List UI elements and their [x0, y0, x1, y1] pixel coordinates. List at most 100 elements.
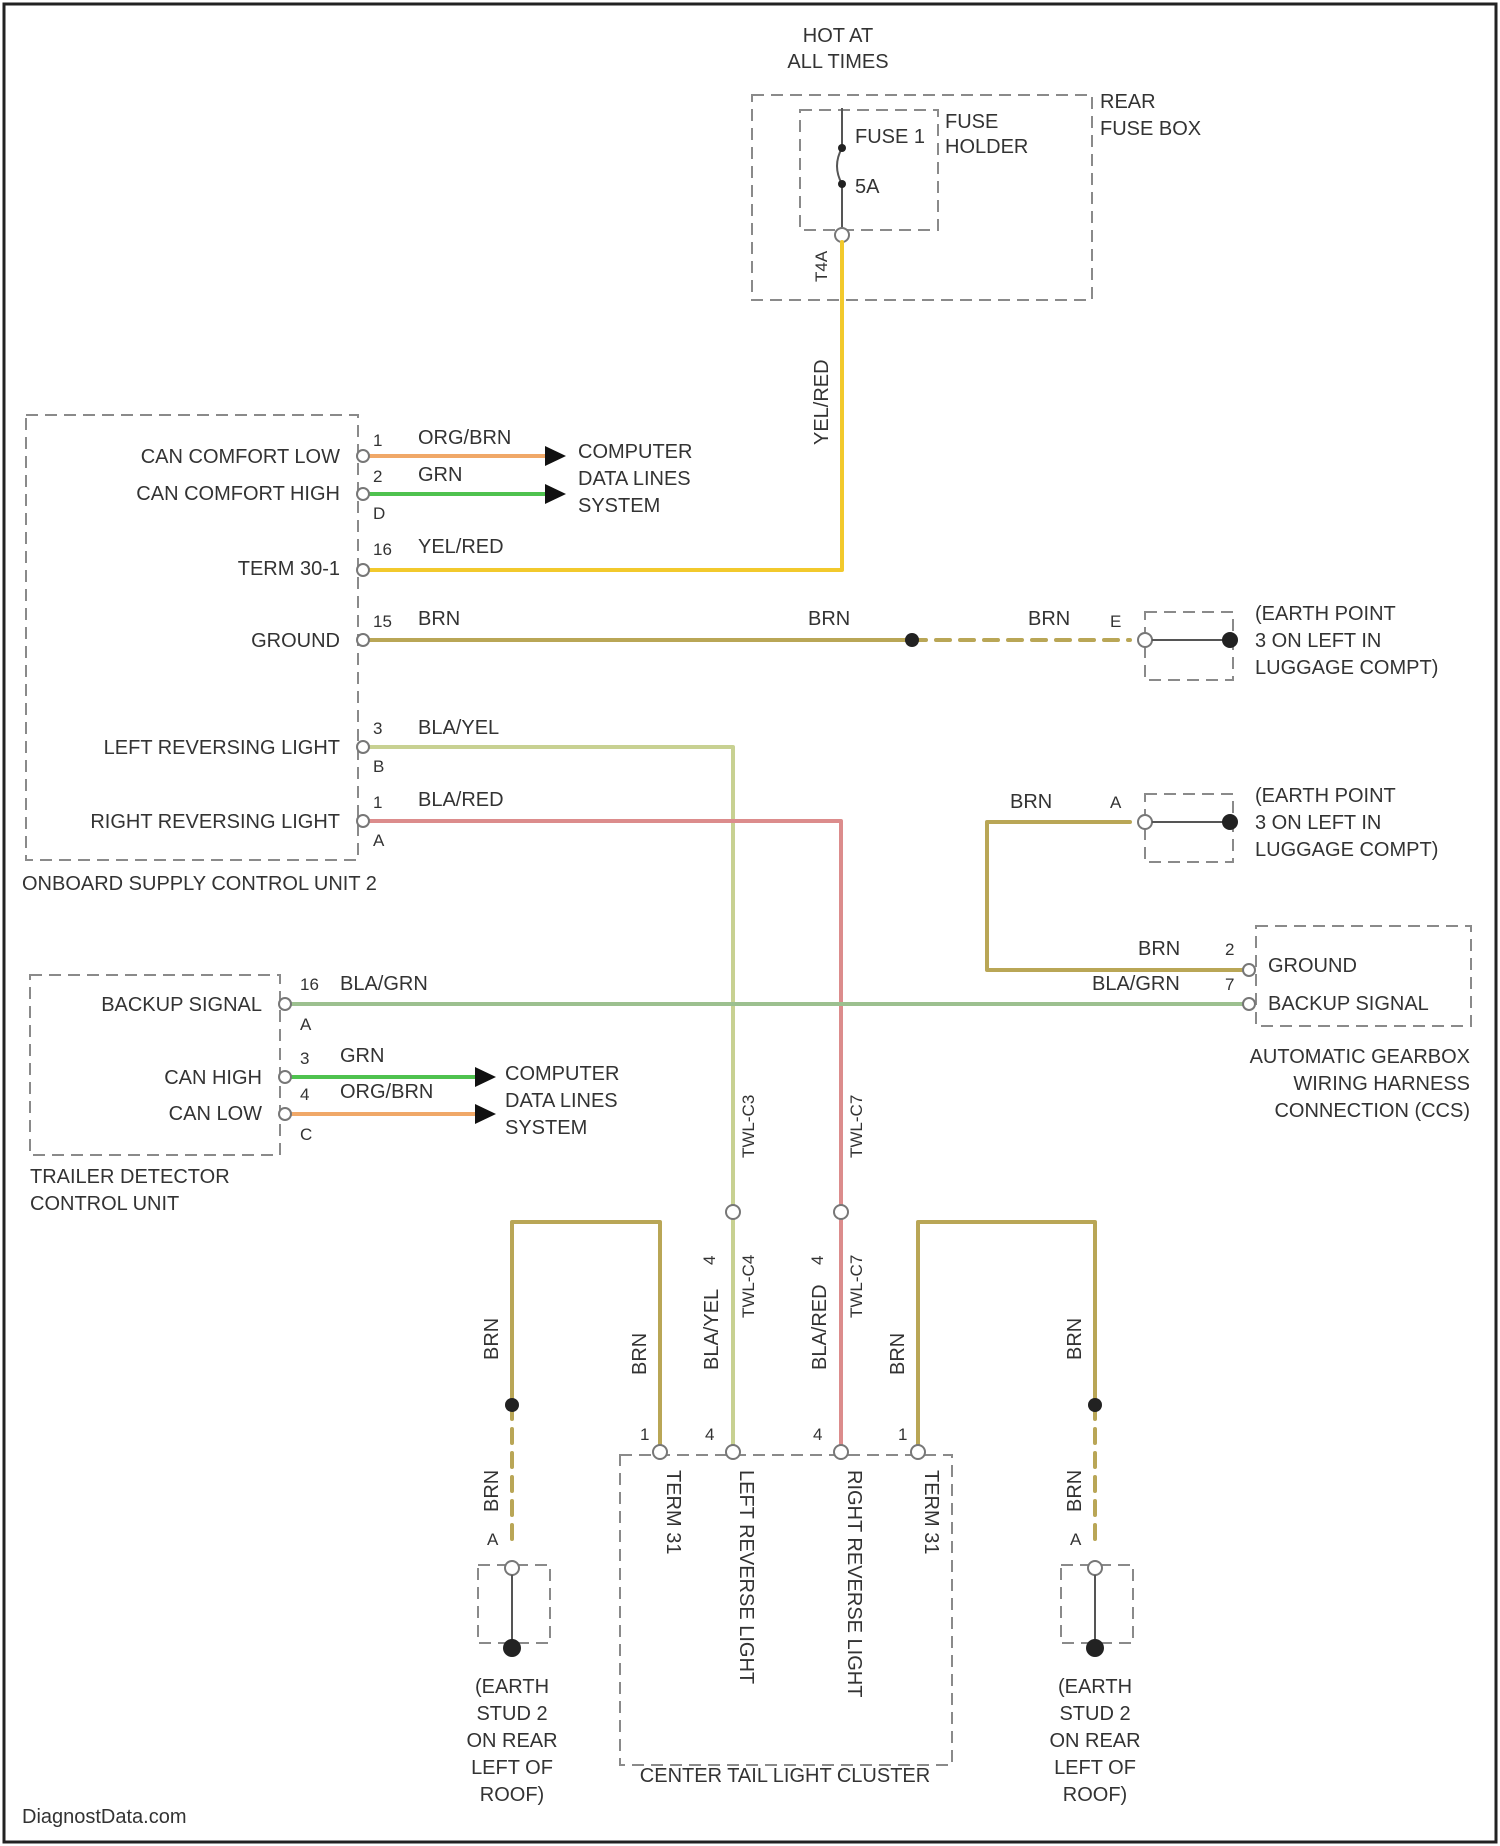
data-lines-trailer-3: SYSTEM [505, 1117, 587, 1139]
earth-point-lower-text-1: (EARTH POINT [1255, 785, 1396, 807]
trailer-backup-wire-label: BLA/GRN [340, 973, 428, 995]
data-lines-top-3: SYSTEM [578, 495, 660, 517]
wire-gearbox-ground [987, 822, 1244, 970]
gearbox-backup-terminal [1243, 998, 1255, 1010]
can-comfort-low-pin: 1 [373, 431, 382, 450]
cluster-left-reverse-pin-upper: 4 [700, 1256, 719, 1265]
can-comfort-low-terminal [357, 450, 369, 462]
computer-data-lines-top: COMPUTER DATA LINES SYSTEM [578, 441, 692, 517]
earth-point-upper: E (EARTH POINT 3 ON LEFT IN LUGGAGE COMP… [1110, 603, 1438, 680]
earth-point-lower-dot [1222, 814, 1238, 830]
left-reversing-connector-label: B [373, 757, 384, 776]
earth-stud-left-text-2: STUD 2 [476, 1703, 547, 1725]
trailer-title-1: TRAILER DETECTOR [30, 1166, 230, 1188]
cluster-right-reverse-label: RIGHT REVERSE LIGHT [843, 1470, 865, 1697]
fuse-holder-label-2: HOLDER [945, 136, 1028, 158]
ground-wire-label-mid: BRN [808, 608, 850, 630]
trailer-backup-signal-label: BACKUP SIGNAL [101, 994, 262, 1016]
computer-data-lines-trailer: COMPUTER DATA LINES SYSTEM [505, 1063, 619, 1139]
earth-point-lower-terminal [1138, 815, 1152, 829]
trailer-detector-control-unit: BACKUP SIGNAL 16 BLA/GRN A CAN HIGH 3 GR… [30, 973, 433, 1215]
trailer-can-high-terminal [279, 1071, 291, 1083]
term-30-1-wire-label: YEL/RED [418, 536, 504, 558]
fuse-contact-bottom [838, 180, 846, 188]
term-30-1-label: TERM 30-1 [238, 558, 340, 580]
ground-pin: 15 [373, 612, 392, 631]
left-reversing-light-pin: 3 [373, 719, 382, 738]
gearbox-ground-label: GROUND [1268, 955, 1357, 977]
right-reversing-light-pin: 1 [373, 793, 382, 812]
right-reversing-connector-label: A [373, 831, 385, 850]
gearbox-backup-label: BACKUP SIGNAL [1268, 993, 1429, 1015]
gearbox-ground-wire-label: BRN [1138, 938, 1180, 960]
cluster-term31-left-pin: 1 [640, 1425, 649, 1444]
fuse-terminal [835, 228, 849, 242]
left-loop-wire-label: BRN [481, 1318, 503, 1360]
earth-point-upper-text-1: (EARTH POINT [1255, 603, 1396, 625]
earth-point-upper-outline [1145, 612, 1233, 680]
earth-point-upper-terminal [1138, 633, 1152, 647]
cluster-right-reverse-pin: 4 [813, 1425, 822, 1444]
wire-term30-feed [368, 242, 842, 570]
wire-right-reversing-upper [368, 821, 841, 1205]
rear-fuse-box-label-1: REAR [1100, 91, 1156, 113]
cluster-term31-right-terminal [911, 1445, 925, 1459]
gearbox-title-3: CONNECTION (CCS) [1274, 1100, 1470, 1122]
trailer-can-low-arrow-icon [475, 1104, 496, 1124]
fuse-rating-label: 5A [855, 176, 880, 198]
cluster-right-reverse-conn-label: TWL-C7 [847, 1255, 866, 1318]
data-lines-top-2: DATA LINES [578, 468, 691, 490]
data-lines-top-1: COMPUTER [578, 441, 692, 463]
fuse-element-symbol [837, 148, 842, 184]
gearbox-ground-terminal [1243, 964, 1255, 976]
gearbox-title-1: AUTOMATIC GEARBOX [1250, 1046, 1470, 1068]
earth-point-upper-dot [1222, 632, 1238, 648]
earth-stud-right-wire-label: BRN [1064, 1470, 1086, 1512]
fuse-holder-label-1: FUSE [945, 111, 998, 133]
trailer-title-2: CONTROL UNIT [30, 1193, 179, 1215]
cluster-left-reverse-label: LEFT REVERSE LIGHT [735, 1470, 757, 1684]
gearbox-ground-pin: 2 [1225, 940, 1234, 959]
earth-point-upper-pin: E [1110, 612, 1121, 631]
trailer-can-connector-label: C [300, 1125, 312, 1144]
trailer-backup-signal-pin: 16 [300, 975, 319, 994]
cluster-term31-right-wire-label: BRN [887, 1333, 909, 1375]
can-comfort-low-wire-label: ORG/BRN [418, 427, 511, 449]
earth-stud-right-text-3: ON REAR [1049, 1730, 1140, 1752]
trailer-can-low-wire-label: ORG/BRN [340, 1081, 433, 1103]
data-lines-trailer-2: DATA LINES [505, 1090, 618, 1112]
term-30-1-pin: 16 [373, 540, 392, 559]
cluster-term31-right-label: TERM 31 [920, 1470, 942, 1554]
earth-stud-left-outline [478, 1565, 550, 1643]
cluster-term31-left-wire-label: BRN [629, 1333, 651, 1375]
onboard-unit-title: ONBOARD SUPPLY CONTROL UNIT 2 [22, 873, 377, 895]
earth-point-upper-text-2: 3 ON LEFT IN [1255, 630, 1381, 652]
earth-stud-right-text-5: ROOF) [1063, 1784, 1127, 1806]
cluster-left-reverse-terminal [726, 1445, 740, 1459]
can-comfort-high-arrow-icon [545, 484, 566, 504]
watermark: DiagnostData.com [22, 1806, 187, 1828]
earth-point-lower-wire-label: BRN [1010, 791, 1052, 813]
earth-stud-right-dot [1086, 1639, 1104, 1657]
left-reversing-light-terminal [357, 741, 369, 753]
cluster-right-reverse-wire-label: BLA/RED [809, 1284, 831, 1370]
gearbox-backup-pin: 7 [1225, 975, 1234, 994]
splice-right-terminal [834, 1205, 848, 1219]
ground-wire-label: BRN [418, 608, 460, 630]
trailer-can-high-pin: 3 [300, 1049, 309, 1068]
earth-stud-right-text-2: STUD 2 [1059, 1703, 1130, 1725]
splice-left-terminal [726, 1205, 740, 1219]
ground-terminal [357, 634, 369, 646]
left-reversing-light-label: LEFT REVERSING LIGHT [104, 737, 340, 759]
right-reversing-light-label: RIGHT REVERSING LIGHT [90, 811, 340, 833]
right-reversing-wire-label: BLA/RED [418, 789, 504, 811]
rear-fuse-box-label-2: FUSE BOX [1100, 118, 1201, 140]
trailer-backup-connector-label: A [300, 1015, 312, 1034]
earth-point-lower-text-3: LUGGAGE COMPT) [1255, 839, 1438, 861]
trailer-backup-terminal [279, 998, 291, 1010]
automatic-gearbox-harness: BRN 2 GROUND BLA/GRN 7 BACKUP SIGNAL AUT… [1092, 926, 1471, 1122]
cluster-left-reverse-pin: 4 [705, 1425, 714, 1444]
hot-at-label: HOT AT [803, 25, 873, 47]
earth-stud-left-text-3: ON REAR [466, 1730, 557, 1752]
earth-point-lower-pin: A [1110, 793, 1122, 812]
